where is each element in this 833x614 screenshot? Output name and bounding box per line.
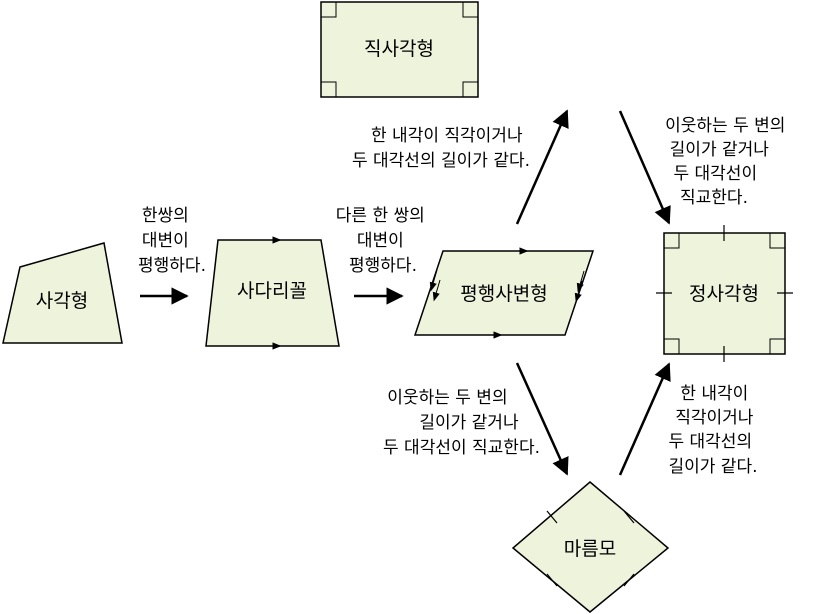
parallelogram-label: 평행사변형 xyxy=(460,283,547,305)
right-angle-marks xyxy=(664,233,785,354)
parallel-mark-right-2 xyxy=(574,280,583,303)
rhombus-label: 마름모 xyxy=(564,538,616,560)
trapezoid-shape: 사다리꼴 xyxy=(205,236,340,350)
rectangle-label: 직사각형 xyxy=(364,38,434,60)
condition-quad-to-trapezoid: 한쌍의 대변이 평행하다. xyxy=(138,206,206,276)
square-outline xyxy=(663,232,786,355)
trapezoid-outline xyxy=(205,239,340,347)
parallel-mark-left-2 xyxy=(432,279,441,302)
arrow-rhombus-to-square xyxy=(618,362,671,476)
quadrilateral-shape: 사각형 xyxy=(2,242,123,344)
parallelogram-shape: 평행사변형 xyxy=(413,247,595,339)
equal-side-ticks xyxy=(546,510,635,587)
equal-side-ticks xyxy=(656,225,793,362)
condition-rectangle-to-square: 이웃하는 두 변의 길이가 같거나 두 대각선이 직교한다. xyxy=(665,116,791,208)
condition-rhombus-to-square: 한 내각이 직각이거나 두 대각선의 길이가 같다. xyxy=(668,384,758,477)
arrow-rectangle-to-square xyxy=(618,110,671,225)
condition-parallelogram-to-rectangle: 한 내각이 직각이거나 두 대각선의 길이가 같다. xyxy=(352,126,530,171)
condition-trapezoid-to-parallelogram: 다른 한 쌍의 대변이 평행하다. xyxy=(336,206,430,276)
square-shape: 정사각형 xyxy=(656,225,793,362)
right-angle-marks xyxy=(321,2,478,97)
parallel-mark-right-1 xyxy=(576,270,585,293)
square-label: 정사각형 xyxy=(689,283,759,305)
trapezoid-label: 사다리꼴 xyxy=(237,280,307,302)
condition-parallelogram-to-rhombus: 이웃하는 두 변의 길이가 같거나 두 대각선이 직교한다. xyxy=(383,388,540,458)
rectangle-outline xyxy=(320,1,479,98)
arrow-parallelogram-to-rectangle xyxy=(515,109,569,225)
quadrilateral-label: 사각형 xyxy=(36,290,88,312)
parallelogram-outline xyxy=(413,250,595,336)
rhombus-shape: 마름모 xyxy=(511,481,670,613)
quadrilateral-outline xyxy=(2,242,123,344)
rectangle-shape: 직사각형 xyxy=(320,1,479,98)
parallel-mark-left-1 xyxy=(429,269,438,292)
arrow-parallelogram-to-rhombus xyxy=(515,362,569,476)
